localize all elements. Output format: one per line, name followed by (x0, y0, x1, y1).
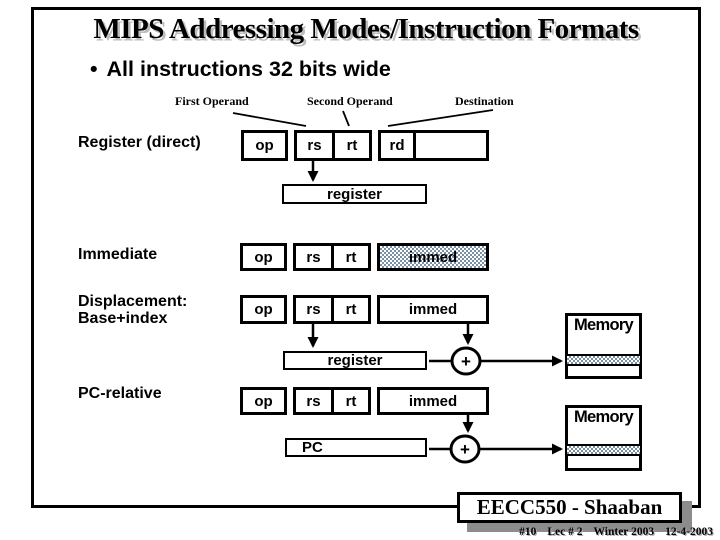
field-rt: rt (332, 130, 372, 161)
format-row-register-direct: op rs rt rd (241, 130, 489, 161)
lecture-note-part: #10 (519, 526, 537, 538)
format-row-displacement: op rs rt immed (240, 295, 489, 324)
field-op: op (240, 295, 287, 324)
row-label-displacement-line2: Base+index (78, 310, 168, 327)
memory-box-pc-relative: Memory (565, 405, 642, 471)
memory-cell-band (567, 444, 640, 456)
field-op: op (241, 130, 288, 161)
memory-label: Memory (573, 408, 634, 426)
lecture-note-part: Winter 2003 (593, 526, 655, 538)
memory-cell-band (567, 354, 640, 366)
format-row-immediate: op rs rt immed (240, 243, 489, 271)
field-immed: immed (377, 243, 489, 271)
slide-title: MIPS Addressing Modes/Instruction Format… (93, 13, 639, 45)
field-rt: rt (331, 387, 371, 415)
field-rs: rs (294, 130, 335, 161)
bullet-icon: • (90, 57, 98, 81)
label-first-operand: First Operand (175, 94, 249, 108)
field-op: op (240, 387, 287, 415)
lecture-note: #10 Lec # 2 Winter 2003 12-4-2003 (519, 526, 713, 538)
register-target-box: register (282, 184, 427, 204)
lecture-note-part: 12-4-2003 (665, 526, 713, 538)
field-rt: rt (331, 243, 371, 271)
bullet-line: • All instructions 32 bits wide (90, 57, 391, 82)
course-footer-box: EECC550 - Shaaban (457, 492, 682, 523)
row-label-register-direct: Register (direct) (78, 134, 201, 151)
memory-label: Memory (573, 316, 634, 334)
row-label-displacement-line1: Displacement: (78, 293, 188, 310)
row-label-pc-relative: PC-relative (78, 385, 162, 402)
field-rd: rd (378, 130, 416, 161)
base-register-box: register (283, 351, 427, 370)
row-label-immediate: Immediate (78, 246, 158, 263)
field-rs: rs (293, 243, 334, 271)
field-immed: immed (377, 295, 489, 324)
field-rt: rt (331, 295, 371, 324)
lecture-note-part: Lec # 2 (547, 526, 583, 538)
field-immed: immed (377, 387, 489, 415)
field-rs: rs (293, 387, 334, 415)
label-second-operand: Second Operand (307, 94, 393, 108)
field-op: op (240, 243, 287, 271)
field-rs: rs (293, 295, 334, 324)
format-row-pc-relative: op rs rt immed (240, 387, 489, 415)
pc-register-box: PC (285, 438, 427, 457)
row-label-displacement: Displacement: Base+index (78, 293, 187, 327)
slide-border-frame (31, 7, 701, 508)
label-destination: Destination (455, 94, 514, 108)
bullet-text: All instructions 32 bits wide (106, 57, 391, 81)
memory-box-displacement: Memory (565, 313, 642, 379)
field-unused (413, 130, 489, 161)
